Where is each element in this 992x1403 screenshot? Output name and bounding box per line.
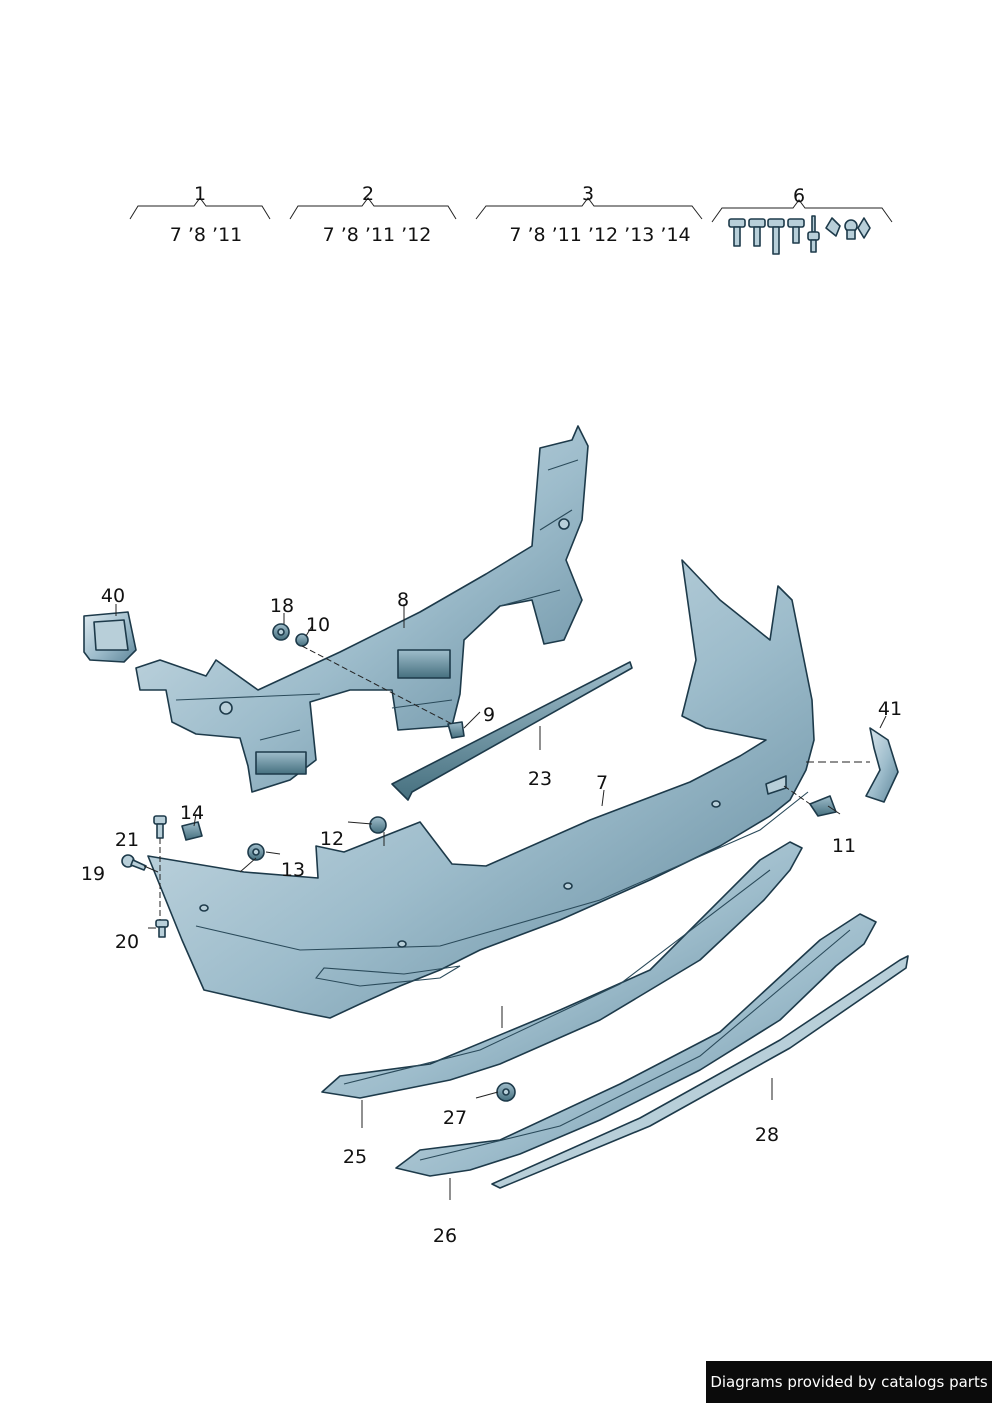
callout-40[interactable]: 40 [101,585,125,607]
screw-19[interactable] [121,854,147,871]
header-group-6[interactable]: 6 [711,185,893,255]
callout-14[interactable]: 14 [180,802,204,824]
bumper-carrier[interactable] [135,425,589,793]
group-callout-6: 6 [793,185,805,207]
screw-20[interactable] [155,919,169,938]
group-parts-3: 7 ’8 ’11 ’12 ’13 ’14 [509,224,690,246]
callout-10[interactable]: 10 [306,614,330,636]
group-callout-3: 3 [582,183,594,205]
watermark-banner: Diagrams provided by catalogs parts [706,1361,992,1403]
nut-18[interactable] [272,623,290,641]
callout-11[interactable]: 11 [832,835,856,857]
callout-numbers: 40 18 10 8 9 23 7 41 14 21 19 20 12 13 1… [81,585,902,1247]
bumper-cover[interactable] [147,559,815,1019]
header-group-3[interactable]: 3 7 ’8 ’11 ’12 ’13 ’14 [475,183,703,246]
callout-18[interactable]: 18 [270,595,294,617]
callout-28[interactable]: 28 [755,1124,779,1146]
callout-9[interactable]: 9 [483,704,495,726]
callout-21[interactable]: 21 [115,829,139,851]
side-bracket-left[interactable] [83,611,137,663]
clip-27[interactable] [496,1082,516,1102]
header-group-1[interactable]: 1 7 ’8 ’11 [129,183,271,246]
callout-12[interactable]: 12 [320,828,344,850]
screw-21[interactable] [153,815,167,839]
callout-19[interactable]: 19 [81,863,105,885]
callout-41[interactable]: 41 [878,698,902,720]
group-parts-2: 7 ’8 ’11 ’12 [323,224,432,246]
callout-8[interactable]: 8 [397,589,409,611]
trim-strip[interactable] [391,661,633,801]
side-bracket-right[interactable] [865,727,899,803]
clip-9[interactable] [447,721,465,739]
clip-14[interactable] [181,821,203,841]
group-callout-1: 1 [194,183,206,205]
diffuser-lower[interactable] [395,913,877,1177]
callout-26[interactable]: 26 [433,1225,457,1247]
header-group-2[interactable]: 2 7 ’8 ’11 ’12 [289,183,457,246]
callout-13[interactable]: 13 [281,859,305,881]
diffuser-upper[interactable] [321,841,803,1099]
fastener-set-icon [728,215,871,255]
leader-lines [115,604,887,1200]
cover-cap-11[interactable] [809,795,837,817]
callout-25[interactable]: 25 [343,1146,367,1168]
callout-27[interactable]: 27 [443,1107,467,1129]
clip-12[interactable] [369,816,387,834]
group-callout-2: 2 [362,183,374,205]
lower-trim-strip[interactable] [491,955,909,1189]
callout-23[interactable]: 23 [528,768,552,790]
group-parts-1: 7 ’8 ’11 [170,224,243,246]
clip-13[interactable] [247,843,265,861]
callout-7[interactable]: 7 [596,772,608,794]
callout-20[interactable]: 20 [115,931,139,953]
